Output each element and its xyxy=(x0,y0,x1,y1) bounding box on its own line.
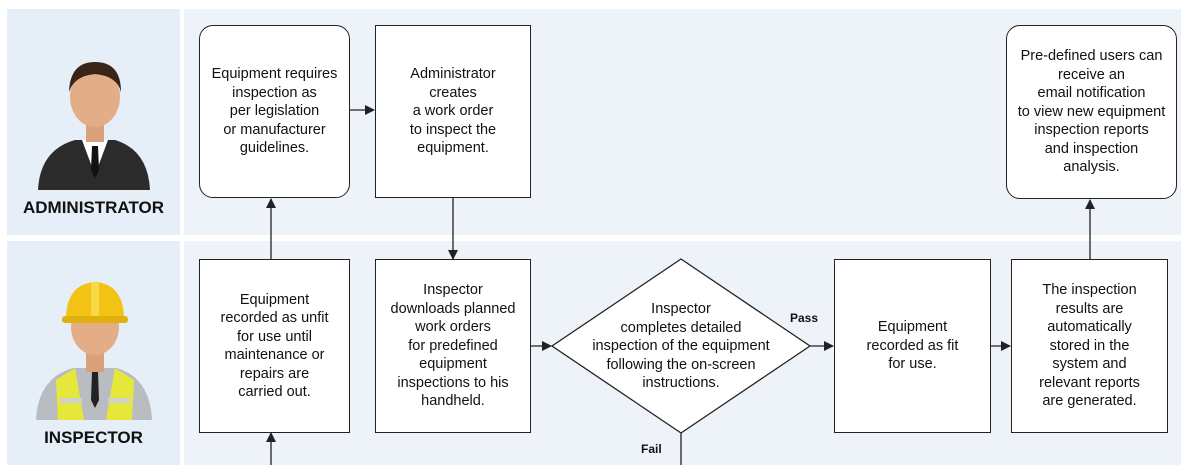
admin-creates-work-order-node: Administrator creates a work order to in… xyxy=(375,25,531,198)
inspector-downloads-text: Inspector downloads planned work orders … xyxy=(390,282,516,410)
email-notification-text: Pre-defined users can receive an email n… xyxy=(1017,48,1166,176)
inspector-icon xyxy=(36,282,152,420)
recorded-unfit-node: Equipment recorded as unfit for use unti… xyxy=(199,259,350,433)
email-notification-node: Pre-defined users can receive an email n… xyxy=(1006,25,1177,199)
recorded-fit-node: Equipment recorded as fit for use. xyxy=(834,259,991,433)
administrator-role-label: ADMINISTRATOR xyxy=(22,198,165,217)
inspector-downloads-node: Inspector downloads planned work orders … xyxy=(375,259,531,433)
administrator-icon xyxy=(38,62,150,190)
results-stored-text: The inspection results are automatically… xyxy=(1039,282,1140,410)
fail-label: Fail xyxy=(641,442,662,456)
equipment-requires-inspection-text: Equipment requires inspection as per leg… xyxy=(211,66,338,157)
results-stored-node: The inspection results are automatically… xyxy=(1011,259,1168,433)
inspector-role-label: INSPECTOR xyxy=(44,428,143,447)
admin-creates-work-order-text: Administrator creates a work order to in… xyxy=(409,66,497,157)
inspection-decision-text: Inspector completes detailed inspection … xyxy=(592,301,770,391)
pass-label: Pass xyxy=(790,311,819,325)
equipment-requires-inspection-node: Equipment requires inspection as per leg… xyxy=(199,25,350,198)
recorded-fit-text: Equipment recorded as fit for use. xyxy=(866,319,959,373)
recorded-unfit-text: Equipment recorded as unfit for use unti… xyxy=(220,291,329,401)
